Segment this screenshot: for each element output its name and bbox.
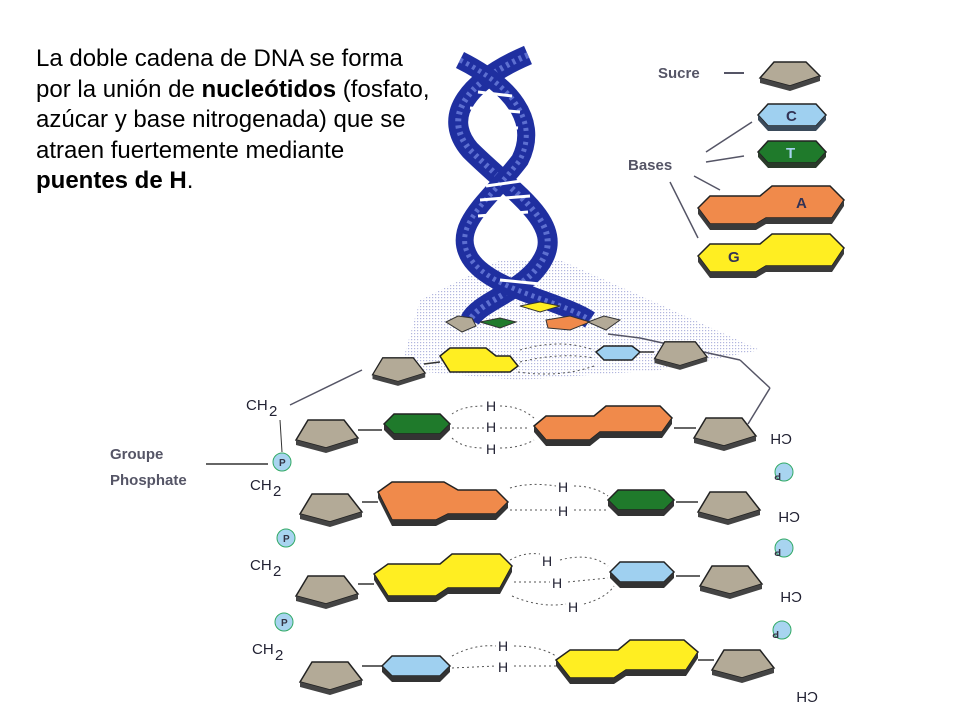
legend-letter-a: A [796, 195, 807, 212]
svg-text:2: 2 [275, 647, 283, 664]
base-thymine [606, 489, 676, 511]
caption-bold-puentes: puentes de H [36, 167, 187, 194]
svg-text:P: P [772, 628, 779, 639]
svg-text:P: P [283, 534, 290, 545]
caption-text: La doble cadena de DNA se forma por la u… [36, 44, 436, 197]
label-phosphate: Phosphate [110, 472, 187, 489]
ladder-row-2: CH 2 H H CH [250, 477, 800, 528]
svg-text:P: P [281, 618, 288, 629]
ladder-row-0 [371, 341, 708, 387]
double-helix [400, 45, 760, 380]
legend: Sucre Bases C T A [628, 61, 845, 278]
ch2-label: CH [796, 688, 818, 705]
legend-adenine: A [697, 185, 845, 230]
ch2-label: CH [778, 508, 800, 525]
caption-part-3: . [186, 167, 194, 194]
legend-letter-c: C [786, 108, 797, 125]
legend-label-bases: Bases [628, 157, 672, 174]
ladder-row-4: CH 2 H H CH [252, 638, 818, 705]
legend-guanine: G [697, 233, 845, 278]
h-bond-label: H [552, 575, 562, 591]
h-bond-label: H [558, 479, 568, 495]
ch2-label: CH [252, 641, 274, 658]
ladder-row-1: CH 2 H H H CH [246, 397, 792, 457]
base-cytosine [380, 655, 452, 677]
svg-text:P: P [279, 458, 286, 469]
ladder-row-3: CH 2 H H H CH [250, 553, 802, 615]
legend-letter-g: G [728, 249, 740, 266]
ch2-label: CH [250, 557, 272, 574]
h-bond-label: H [486, 398, 496, 414]
caption-bold-nucleotidos: nucleótidos [201, 75, 337, 103]
h-bond-label: H [486, 419, 496, 435]
phosphates-left: P P P [272, 419, 296, 632]
svg-text:P: P [774, 470, 781, 481]
ch2-label: CH [246, 397, 268, 414]
ch2-label: CH [250, 477, 272, 494]
h-bond-label: H [498, 659, 508, 675]
h-bond-label: H [568, 599, 578, 615]
legend-label-sucre: Sucre [658, 65, 700, 82]
legend-thymine: T [756, 140, 828, 168]
h-bond-label: H [558, 503, 568, 519]
label-groupe: Groupe [110, 446, 163, 463]
svg-text:2: 2 [273, 483, 281, 500]
h-bond-label: H [542, 553, 552, 569]
ch2-label: CH [780, 588, 802, 605]
svg-text:2: 2 [273, 563, 281, 580]
groupe-phosphate-label: Groupe Phosphate [110, 446, 268, 489]
base-cytosine [608, 561, 676, 583]
h-bond-label: H [498, 638, 508, 654]
caption-part-2: (fosfato, azúcar y base nitrogenada) que… [36, 75, 430, 164]
legend-sugar [758, 61, 822, 91]
h-bond-label: H [486, 441, 496, 457]
phosphates-right: P P P [772, 462, 794, 640]
caption-part-1: La doble cadena de DNA se forma por la u… [36, 45, 403, 103]
svg-text:P: P [774, 546, 781, 557]
base-thymine [382, 413, 452, 435]
svg-text:2: 2 [269, 403, 277, 420]
ch2-label: CH [770, 430, 792, 447]
legend-cytosine: C [756, 103, 828, 131]
legend-letter-t: T [786, 145, 795, 162]
